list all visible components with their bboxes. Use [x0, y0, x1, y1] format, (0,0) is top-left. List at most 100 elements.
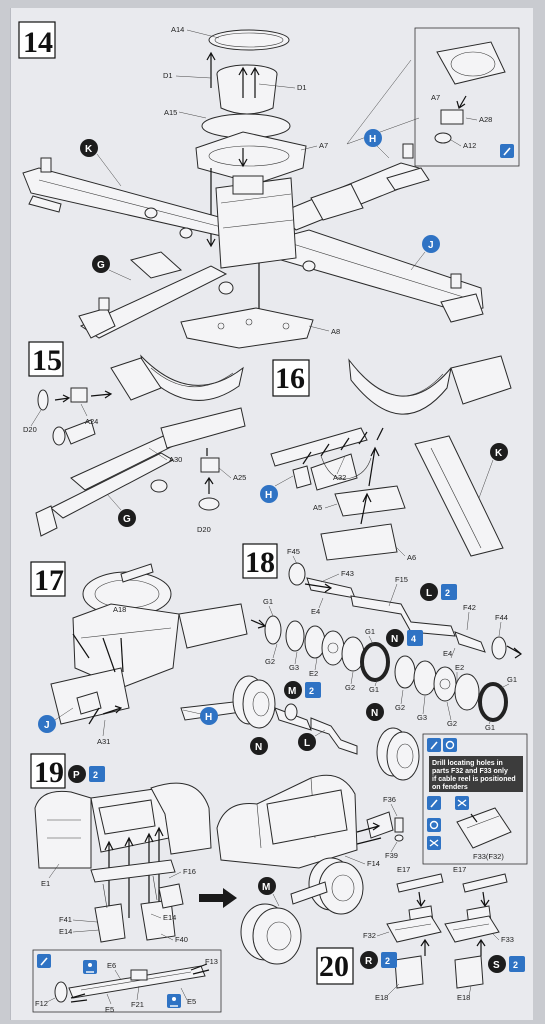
inset-a7-detail: A7 A28 A12 [346, 27, 520, 167]
label-d1-right: D1 [297, 83, 307, 92]
label-g1-a: G1 [263, 597, 273, 606]
note-line-4: on fenders [432, 784, 468, 791]
inset-e6-detail: E6 F13 F12 F21 E5 E5 [32, 949, 222, 1014]
base-plate-a8 [180, 307, 314, 349]
svg-text:2: 2 [309, 686, 314, 696]
label-e4-left: E4 [311, 607, 320, 616]
step-18: 18 [232, 543, 522, 781]
callout-j-17: J [38, 707, 74, 733]
wheel-assembled-left [232, 675, 276, 729]
callout-h-17: H [182, 707, 218, 725]
cable-reel-mount-left [386, 873, 444, 989]
callout-m: M 2 [284, 681, 321, 699]
step-number-box [30, 561, 66, 597]
svg-text:S: S [493, 960, 500, 971]
outrigger-right-upper [278, 143, 430, 231]
label-d20-lower: D20 [197, 525, 211, 534]
step-number-box [316, 947, 354, 985]
label-e18-right: E18 [457, 993, 470, 1002]
callout-k: K [80, 139, 122, 187]
label-a12: A12 [463, 141, 476, 150]
label-a32: A32 [333, 473, 346, 482]
label-g2-c: G2 [395, 703, 405, 712]
part-a24 [37, 387, 113, 411]
note-line-3: if cable reel is positioned [432, 776, 516, 783]
cable-reel-mount-right [444, 873, 508, 989]
label-g2-b: G2 [345, 683, 355, 692]
step-number: 17 [34, 564, 64, 597]
svg-text:N: N [391, 634, 398, 645]
svg-text:G: G [123, 514, 131, 525]
step-number: 18 [245, 546, 275, 579]
direction-arrow-icon [199, 888, 237, 908]
svg-text:L: L [304, 738, 310, 749]
callout-j: J [410, 235, 440, 271]
svg-text:H: H [369, 134, 376, 145]
label-a25: A25 [233, 473, 246, 482]
step-number: 16 [275, 362, 305, 395]
drill-icon [443, 738, 457, 752]
label-f39: F39 [385, 851, 398, 860]
svg-text:L: L [426, 588, 432, 599]
step-number: 15 [32, 344, 62, 377]
label-e17-right: E17 [453, 865, 466, 874]
label-a28: A28 [479, 115, 492, 124]
callout-n-mid: N [366, 703, 384, 721]
label-g1-b: G1 [365, 627, 375, 636]
label-g1-d: G1 [507, 675, 517, 684]
label-d20: D20 [23, 425, 37, 434]
note-line-2: parts F32 and F33 only [432, 768, 508, 775]
step-17: 17 A18 A31 J H [30, 561, 256, 746]
label-g2-a: G2 [265, 657, 275, 666]
svg-text:P: P [73, 770, 80, 781]
label-e1: E1 [41, 879, 50, 888]
callout-r: R 2 [360, 951, 397, 969]
callout-n-top: N 4 [386, 629, 423, 647]
label-f16: F16 [183, 867, 196, 876]
svg-text:J: J [428, 240, 434, 251]
label-g3-a: G3 [289, 663, 299, 672]
step-number-box [242, 543, 278, 579]
label-d1-left: D1 [163, 71, 173, 80]
callout-n-bottom: N [250, 737, 268, 755]
label-f36: F36 [383, 795, 396, 804]
note-text-box [429, 756, 523, 792]
label-f21: F21 [131, 1000, 144, 1009]
step-number-box [272, 359, 310, 397]
svg-text:H: H [265, 490, 272, 501]
step-number-box [18, 21, 56, 59]
callout-l-top: L 2 [420, 583, 457, 601]
label-g1-c: G1 [369, 685, 379, 694]
svg-text:2: 2 [445, 588, 450, 598]
step-19: 19 P 2 E1 F16 F14 F41 F40 E14 [30, 733, 528, 1014]
label-a24: A24 [85, 417, 98, 426]
wheel-assembled-chassis-rear [308, 857, 364, 915]
part-a6 [320, 492, 398, 561]
label-f40: F40 [175, 935, 188, 944]
label-f15: F15 [395, 575, 408, 584]
label-a5: A5 [313, 503, 322, 512]
label-a8: A8 [331, 327, 340, 336]
label-a15: A15 [164, 108, 177, 117]
label-a7: A7 [319, 141, 328, 150]
label-a7-inset: A7 [431, 93, 440, 102]
callout-l-bottom: L [298, 729, 326, 751]
label-f12: F12 [35, 999, 48, 1008]
wheel-assembled-chassis-front [240, 903, 302, 965]
assembly-diagram: 14 [18, 21, 528, 1014]
svg-text:M: M [288, 686, 296, 697]
label-e5-right: E5 [187, 997, 196, 1006]
callout-m-19: M [258, 877, 280, 907]
outrigger-left-lower [78, 251, 234, 339]
svg-text:G: G [97, 260, 105, 271]
label-f32: F32 [363, 931, 376, 940]
callout-h-16: H [260, 475, 294, 503]
label-a31: A31 [97, 737, 110, 746]
step-number: 19 [34, 756, 64, 789]
callout-p: P 2 [68, 765, 105, 783]
callout-s: S 2 [488, 955, 525, 973]
label-e6: E6 [107, 961, 116, 970]
label-g2-d: G2 [447, 719, 457, 728]
step-number-box [28, 341, 64, 377]
drill-icon [427, 818, 441, 832]
